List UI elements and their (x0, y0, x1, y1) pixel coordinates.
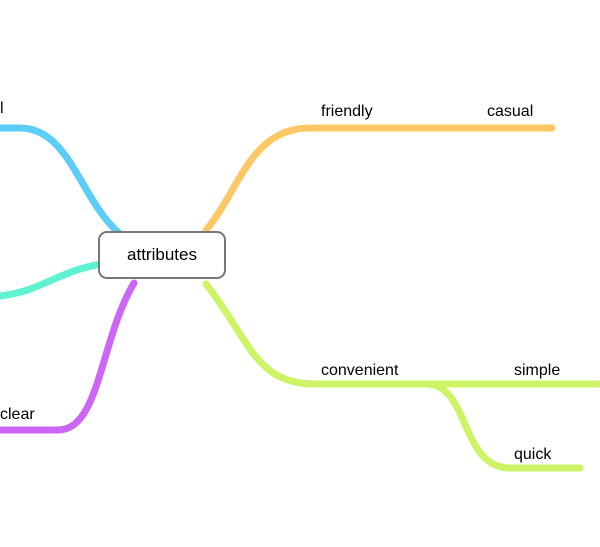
branch-lime-quick (422, 380, 584, 472)
node-casual[interactable]: casual (487, 103, 534, 120)
central-node-label: attributes (127, 245, 197, 264)
branch-teal (0, 260, 106, 300)
branch-lime (202, 280, 600, 388)
branch-purple (0, 279, 138, 434)
central-node[interactable]: attributes (98, 231, 226, 279)
node-blue-partial[interactable]: l (0, 100, 4, 117)
branch-blue (0, 124, 124, 238)
node-convenient[interactable]: convenient (321, 362, 399, 379)
branch-orange (202, 124, 556, 234)
node-friendly[interactable]: friendly (321, 103, 373, 120)
node-quick[interactable]: quick (514, 446, 552, 463)
node-clear[interactable]: clear (0, 406, 35, 423)
node-simple[interactable]: simple (514, 362, 561, 379)
